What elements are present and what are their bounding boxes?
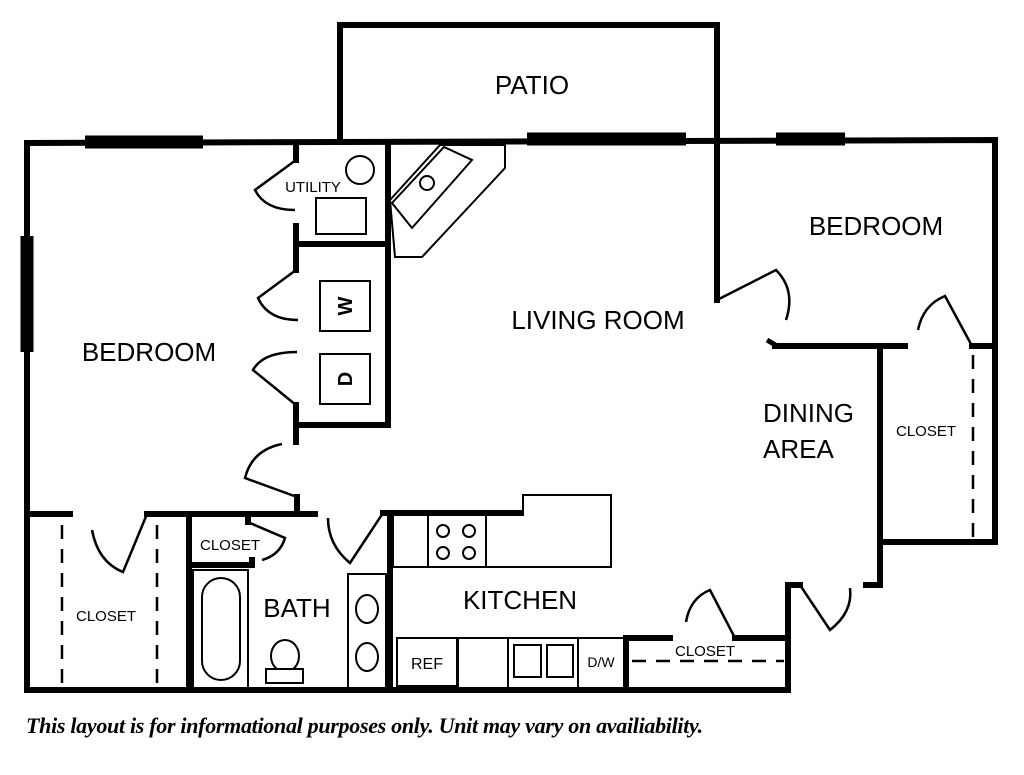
closet-rods: [60, 355, 975, 690]
toilet-bowl-icon: [270, 639, 300, 673]
utility-box: [315, 197, 367, 235]
door-washer: [256, 268, 299, 322]
door-bath-closet: [249, 521, 287, 562]
water-heater-icon: [345, 155, 375, 185]
label-closet-bath: CLOSET: [200, 537, 260, 554]
sink-icon: [355, 642, 379, 672]
label-dining-line1: DINING: [763, 398, 854, 428]
bathtub-icon: [201, 577, 241, 681]
toilet-tank-icon: [265, 668, 304, 684]
wall-stub: [765, 337, 779, 349]
dishwasher-icon: [577, 637, 625, 689]
label-patio: PATIO: [495, 70, 569, 100]
door-kitchen-closet: [684, 588, 737, 639]
label-refrigerator: REF: [411, 656, 443, 673]
floor-plan: PATIO LIVING ROOM BEDROOM BEDROOM DINING…: [20, 22, 998, 693]
label-bath: BATH: [263, 593, 330, 623]
door-entry: [798, 584, 852, 632]
label-dining-line2: AREA: [763, 434, 834, 464]
dryer-icon: [319, 353, 371, 405]
sink-icon: [355, 594, 379, 624]
patio: [337, 22, 720, 303]
doors: [90, 158, 974, 639]
door-right-bedroom: [716, 268, 791, 321]
label-closet-right: CLOSET: [896, 423, 956, 440]
bath-fixtures: [192, 569, 387, 689]
room-labels: PATIO LIVING ROOM BEDROOM BEDROOM DINING…: [76, 70, 956, 673]
counter: [485, 494, 612, 568]
door-bath: [326, 512, 385, 565]
label-utility: UTILITY: [285, 179, 341, 196]
label-dryer: D: [335, 372, 357, 386]
refrigerator-icon: [396, 637, 458, 687]
label-closet-kitchen: CLOSET: [675, 643, 735, 660]
door-utility: [253, 158, 297, 212]
door-left-closet: [90, 513, 149, 574]
label-closet-left: CLOSET: [76, 608, 136, 625]
label-bedroom-right: BEDROOM: [809, 211, 943, 241]
label-bedroom-left: BEDROOM: [82, 337, 216, 367]
kitchen-fixtures: [392, 494, 625, 689]
utility-fixtures: [315, 155, 375, 235]
label-dishwasher: D/W: [587, 654, 615, 670]
fireplace-icon: [388, 144, 506, 258]
interior-walls: [24, 137, 998, 693]
door-right-closet: [916, 294, 974, 347]
windows: [20, 132, 845, 352]
disclaimer-text: This layout is for informational purpose…: [26, 713, 703, 738]
label-kitchen: KITCHEN: [463, 585, 577, 615]
door-left-bedroom: [243, 442, 298, 499]
door-dryer: [251, 350, 298, 406]
label-washer: W: [335, 296, 357, 315]
stove-icon: [427, 514, 487, 568]
washer-dryer: [319, 280, 371, 405]
label-living-room: LIVING ROOM: [511, 305, 684, 335]
washer-icon: [319, 280, 371, 332]
